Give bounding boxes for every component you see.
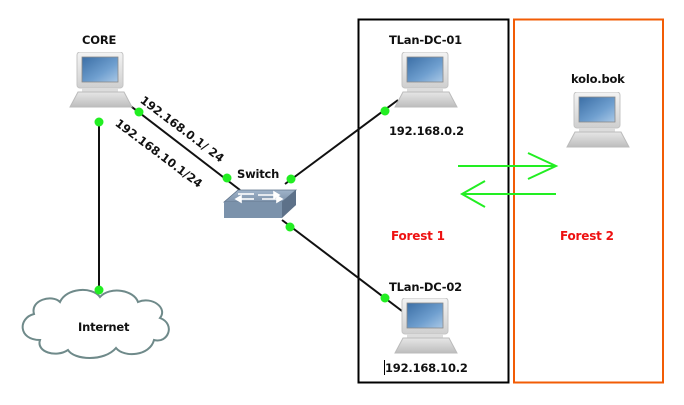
link-core-switch [127, 103, 241, 191]
trust-arrow-left [459, 180, 556, 208]
endpoint-dc01 [380, 106, 390, 116]
dc02-pc-icon [394, 298, 458, 354]
kolo-pc-icon [566, 92, 630, 148]
core-pc-icon [69, 52, 133, 108]
forest2-label: Forest 2 [560, 229, 614, 243]
dc02-label: TLan-DC-02 [389, 280, 462, 294]
switch-label: Switch [237, 167, 280, 181]
text-cursor [384, 360, 385, 375]
endpoint-internet [94, 285, 104, 295]
switch-icon [222, 189, 298, 218]
dc01-pc-icon [394, 52, 458, 108]
core-label: CORE [82, 33, 117, 47]
endpoint-switch-core [222, 173, 232, 183]
dc01-label: TLan-DC-01 [389, 33, 462, 47]
forest1-frame [357, 18, 510, 384]
forest2-frame [513, 18, 664, 384]
endpoint-core-switch [134, 107, 144, 117]
dc01-ip: 192.168.0.2 [389, 124, 464, 138]
dc02-ip: 192.168.10.2 [385, 361, 468, 375]
endpoint-dc02 [380, 293, 390, 303]
endpoint-core-internet [94, 117, 104, 127]
internet-label: Internet [78, 320, 130, 334]
trust-arrow-right [458, 152, 559, 180]
forest1-label: Forest 1 [391, 229, 445, 243]
endpoint-switch-dc01 [286, 174, 296, 184]
endpoint-switch-dc02 [285, 222, 295, 232]
internet-cloud-icon [21, 289, 170, 359]
link-switch-dc01 [284, 99, 399, 185]
kolo-label: kolo.bok [571, 72, 625, 86]
